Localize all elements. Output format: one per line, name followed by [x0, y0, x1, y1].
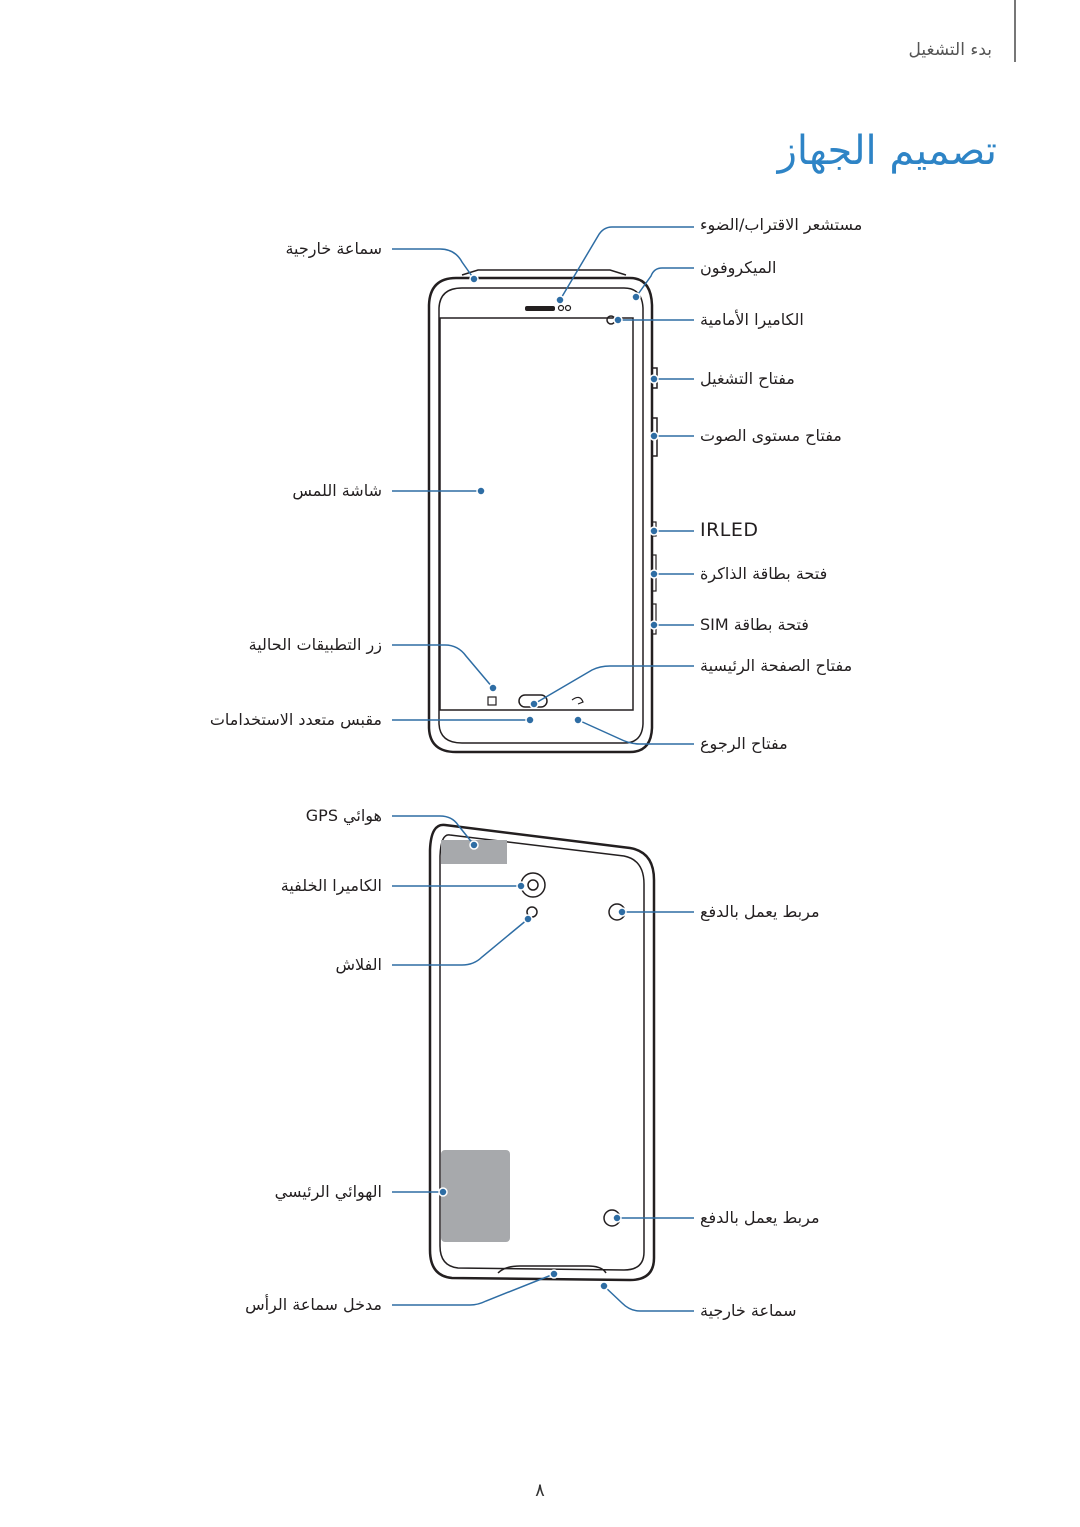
- label-multipurpose-jack: مقبس متعدد الاستخدامات: [209, 710, 382, 729]
- label-headset-jack: مدخل سماعة الرأس: [245, 1295, 382, 1314]
- label-flash: الفلاش: [335, 955, 383, 974]
- label-touch-screen: شاشة اللمس: [292, 481, 382, 500]
- label-external-speaker-top: سماعة خارجية: [285, 239, 382, 258]
- page-title: تصميم الجهاز: [777, 128, 997, 174]
- back-outer-body: [428, 823, 656, 1282]
- label-rear-camera: الكاميرا الخلفية: [280, 876, 382, 895]
- label-strap-hole-bottom: مربط يعمل بالدفع: [700, 1208, 820, 1227]
- front-speaker-grille: [525, 306, 555, 311]
- label-memory-card-slot: فتحة بطاقة الذاكرة: [700, 564, 828, 583]
- label-external-speaker-bottom: سماعة خارجية: [700, 1301, 797, 1320]
- label-front-camera: الكاميرا الأمامية: [700, 310, 804, 329]
- label-recent-apps-key: زر التطبيقات الحالية: [248, 635, 382, 654]
- label-back-key: مفتاح الرجوع: [700, 734, 788, 753]
- label-gps-antenna: هوائي GPS: [305, 806, 382, 825]
- sim-slot-shape: [651, 603, 657, 635]
- label-irled: IRLED: [700, 519, 759, 541]
- label-home-key: مفتاح الصفحة الرئيسية: [700, 656, 853, 675]
- front-device-drawing: [427, 269, 658, 754]
- page-number: ٨: [535, 1480, 545, 1501]
- front-outer-body: [427, 276, 654, 754]
- rear-camera-inner: [527, 879, 539, 891]
- callout-lines: [392, 226, 694, 1312]
- header-divider: [1014, 0, 1016, 62]
- label-power-key: مفتاح التشغيل: [700, 369, 795, 388]
- front-inner-bezel: [438, 287, 644, 744]
- back-inner-body: [439, 834, 645, 1271]
- top-edge: [461, 269, 627, 276]
- label-main-antenna: الهوائي الرئيسي: [274, 1182, 382, 1201]
- recent-key-shape: [487, 696, 497, 706]
- label-microphone: الميكروفون: [700, 258, 777, 277]
- label-sim-card-slot: فتحة بطاقة SIM: [700, 615, 809, 634]
- bottom-notch: [497, 1265, 607, 1274]
- label-strap-hole-top: مربط يعمل بالدفع: [700, 902, 820, 921]
- front-display: [439, 317, 634, 711]
- label-light-sensor: مستشعر الاقتراب/الضوء: [700, 215, 863, 234]
- label-volume-key: مفتاح مستوى الصوت: [700, 426, 842, 445]
- back-device-drawing: [428, 823, 656, 1282]
- back-key-shape: [571, 696, 584, 705]
- callout-dots: [438, 274, 659, 1291]
- section-header: بدء التشغيل: [908, 40, 992, 60]
- front-sensor-dot-a: [557, 304, 565, 312]
- front-sensor-dot-b: [564, 304, 572, 312]
- main-antenna-area: [441, 1150, 510, 1242]
